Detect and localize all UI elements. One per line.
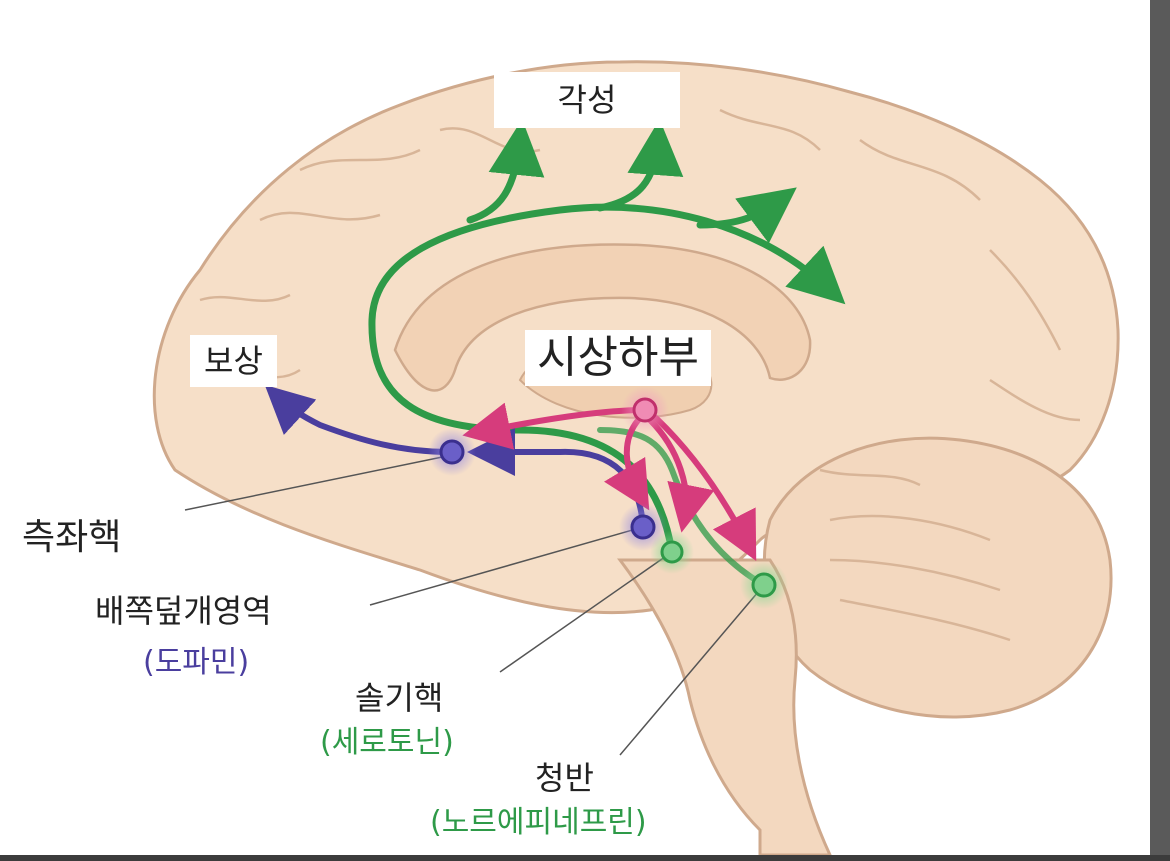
leader-lines <box>184 454 765 756</box>
label-hypothalamus: 시상하부 <box>525 330 711 386</box>
label-arousal: 각성 <box>494 72 680 128</box>
label-nucleus-accumbens: 측좌핵 <box>22 517 122 558</box>
label-vta: 배쪽덮개영역 <box>95 592 272 630</box>
nuclei-nodes <box>428 386 788 609</box>
label-dopamine: (도파민) <box>143 645 250 680</box>
label-norepinephrine: (노르에피네프린) <box>430 805 647 840</box>
gyri-lines <box>199 108 1081 642</box>
label-serotonin: (세로토닌) <box>320 725 454 760</box>
cerebellum-shape <box>762 436 1113 719</box>
frame-border-right <box>1150 0 1170 861</box>
label-locus-coeruleus: 청반 <box>535 759 594 797</box>
brain-illustration <box>152 60 1120 855</box>
label-raphe: 솔기핵 <box>355 679 444 717</box>
brainstem-shape <box>617 558 832 855</box>
frame-border-bottom <box>0 855 1170 861</box>
corpus-callosum <box>393 243 812 392</box>
serotonin-pathway <box>368 119 846 588</box>
label-reward: 보상 <box>190 335 277 387</box>
